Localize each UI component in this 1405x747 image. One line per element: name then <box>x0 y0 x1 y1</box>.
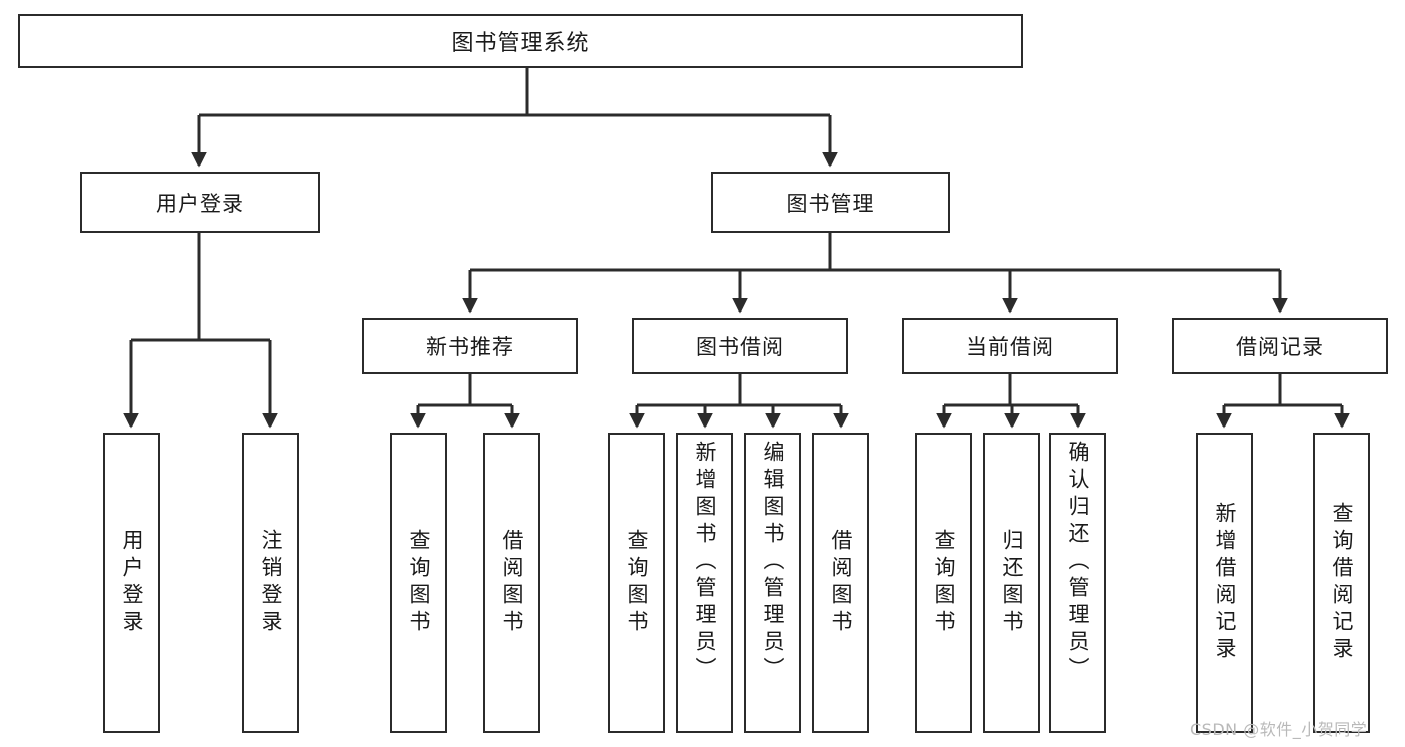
leaf-book-borrow-borrow-book[interactable]: 借阅图书 <box>812 433 869 733</box>
node-book-borrow[interactable]: 图书借阅 <box>632 318 848 374</box>
node-book-management[interactable]: 图书管理 <box>711 172 950 233</box>
leaf-user-login-login[interactable]: 用户登录 <box>103 433 160 733</box>
node-new-book-recommend[interactable]: 新书推荐 <box>362 318 578 374</box>
leaf-book-borrow-edit-book-admin[interactable]: 编辑图书（管理员） <box>744 433 801 733</box>
leaf-borrow-record-query-record[interactable]: 查询借阅记录 <box>1313 433 1370 733</box>
leaf-current-borrow-confirm-return-admin[interactable]: 确认归还（管理员） <box>1049 433 1106 733</box>
node-borrow-record[interactable]: 借阅记录 <box>1172 318 1388 374</box>
node-current-borrow[interactable]: 当前借阅 <box>902 318 1118 374</box>
node-user-login[interactable]: 用户登录 <box>80 172 320 233</box>
node-root-book-management-system[interactable]: 图书管理系统 <box>18 14 1023 68</box>
leaf-new-book-query-book[interactable]: 查询图书 <box>390 433 447 733</box>
csdn-watermark: CSDN @软件_小贺同学 <box>1190 720 1368 739</box>
leaf-new-book-borrow-book[interactable]: 借阅图书 <box>483 433 540 733</box>
leaf-current-borrow-query-book[interactable]: 查询图书 <box>915 433 972 733</box>
leaf-current-borrow-return-book[interactable]: 归还图书 <box>983 433 1040 733</box>
leaf-book-borrow-add-book-admin[interactable]: 新增图书（管理员） <box>676 433 733 733</box>
leaf-user-login-logout[interactable]: 注销登录 <box>242 433 299 733</box>
leaf-book-borrow-query-book[interactable]: 查询图书 <box>608 433 665 733</box>
leaf-borrow-record-add-record[interactable]: 新增借阅记录 <box>1196 433 1253 733</box>
